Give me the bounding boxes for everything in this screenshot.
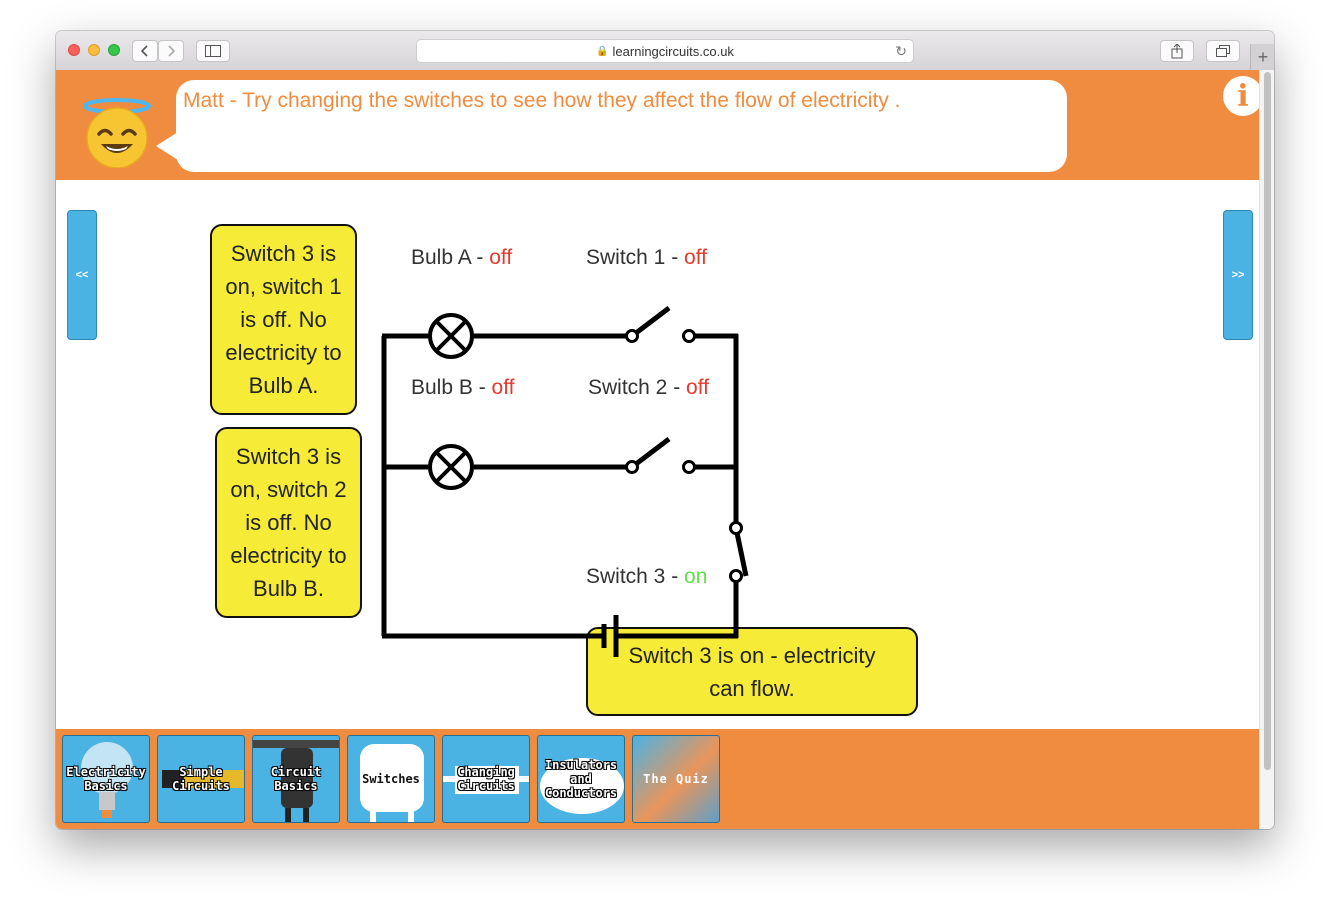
tile-label: The Quiz [643,772,709,786]
bulb-a-name: Bulb A - [411,246,490,269]
page: Matt - Try changing the switches to see … [56,70,1263,829]
switch-component-icon [360,744,424,822]
scrollbar[interactable] [1259,70,1274,829]
tile-label: Electricity Basics [66,765,146,793]
speech-bubble-text: Matt - Try changing the switches to see … [183,89,901,112]
bulb-b-name: Bulb B - [411,376,492,399]
bulb-a-symbol[interactable] [428,313,474,359]
circuit-component-icon [253,740,339,822]
switch-1-toggle[interactable] [612,306,743,343]
tile-label: Insulators and Conductors [544,758,618,800]
note-switch-3: Switch 3 is on - electricity can flow. [586,627,918,716]
tile-electricity-basics[interactable]: Electricity Basics [62,735,150,823]
minimize-window-button[interactable] [88,44,100,56]
forward-button[interactable] [158,40,184,62]
tile-insulators-conductors[interactable]: Insulators and Conductors [537,735,625,823]
bulb-b-label: Bulb B - off [411,376,515,400]
circuit-diagram [381,306,749,657]
address-bar[interactable]: 🔒 learningcircuits.co.uk ↻ [416,39,914,63]
switch-3-label: Switch 3 - on [586,565,707,589]
battery-symbol [590,615,626,657]
switch-1-state: off [684,246,707,269]
tabs-icon [1216,45,1230,57]
new-tab-button[interactable]: + [1250,44,1274,70]
tile-label: Changing Circuits [457,765,515,793]
tabs-overview-button[interactable] [1206,40,1240,62]
tile-switches[interactable]: Switches [347,735,435,823]
bulb-b-state: off [491,376,515,399]
tile-the-quiz[interactable]: The Quiz [632,735,720,823]
tile-changing-circuits[interactable]: Changing Circuits [442,735,530,823]
switch-3-toggle[interactable] [729,500,749,592]
switch-1-name: Switch 1 - [586,246,685,269]
note-switch-2: Switch 3 is on, switch 2 is off. No elec… [215,427,362,618]
switch-2-name: Switch 2 - [588,376,687,399]
share-icon [1171,43,1183,58]
lock-icon: 🔒 [596,45,609,57]
switch-2-state: off [686,376,709,399]
browser-window: 🔒 learningcircuits.co.uk ↻ + Matt [56,31,1274,829]
tile-simple-circuits[interactable]: Simple Circuits [157,735,245,823]
chevron-right-icon [168,45,176,57]
tile-label: Simple Circuits [172,765,230,793]
reload-icon[interactable]: ↻ [895,43,907,59]
address-text: learningcircuits.co.uk [612,43,734,59]
zoom-window-button[interactable] [108,44,120,56]
topic-navigation-bar: Electricity Basics Simple Circuits Circu… [56,729,1259,829]
bulb-a-state: off [489,246,513,269]
browser-toolbar: 🔒 learningcircuits.co.uk ↻ + [56,31,1274,71]
switch-2-toggle[interactable] [612,437,736,474]
sidebar-icon [205,45,221,57]
speech-bubble: Matt - Try changing the switches to see … [156,80,1067,172]
bulb-b-symbol[interactable] [428,444,474,490]
sidebar-button[interactable] [196,40,230,62]
switch-1-pivot [625,329,639,343]
back-button[interactable] [132,40,158,62]
scrollbar-thumb[interactable] [1264,72,1271,770]
share-button[interactable] [1160,40,1194,62]
tile-circuit-basics[interactable]: Circuit Basics [252,735,340,823]
next-page-button[interactable]: >> [1223,210,1253,340]
switch-2-pivot [625,460,639,474]
chevron-left-icon [140,45,148,57]
note-switch-1: Switch 3 is on, switch 1 is off. No elec… [210,224,357,415]
tile-label: Circuit Basics [270,765,322,793]
switch-3-name: Switch 3 - [586,565,685,588]
switch-1-label: Switch 1 - off [586,246,707,270]
close-window-button[interactable] [68,44,80,56]
switch-3-state: on [684,565,708,588]
tile-label: Switches [362,772,420,786]
battery-icon [162,770,244,788]
component-icon [443,766,529,794]
bulb-a-label: Bulb A - off [411,246,512,270]
angel-emoji-icon [83,98,151,168]
switch-2-label: Switch 2 - off [588,376,709,400]
info-button[interactable]: i [1223,76,1263,116]
header-banner: Matt - Try changing the switches to see … [56,70,1263,180]
light-bulb-icon [81,742,133,818]
insulator-icon [540,758,624,814]
previous-page-button[interactable]: << [67,210,97,340]
